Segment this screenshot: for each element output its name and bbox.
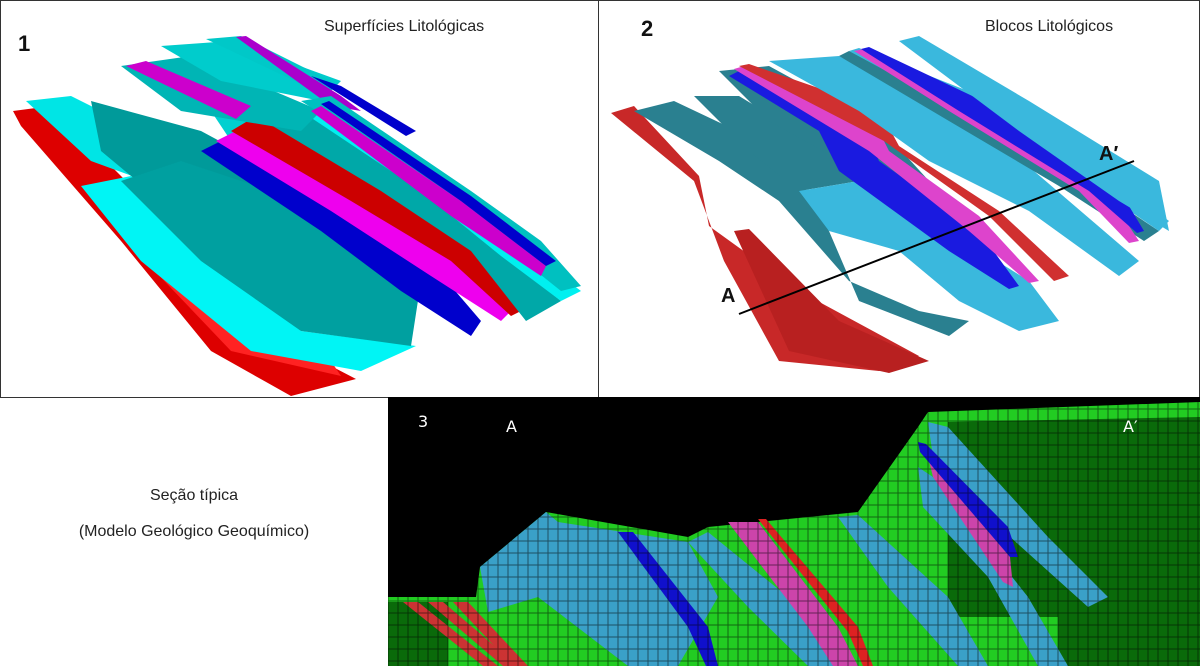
caption-line-1: Seção típica bbox=[149, 487, 239, 504]
panel-lithological-blocks: 2 Blocos Litológicos A A′ bbox=[598, 0, 1200, 398]
section-line-aa bbox=[738, 160, 1135, 315]
panel-typical-section: 3 A A′ bbox=[388, 397, 1200, 666]
section-end-label: A′ bbox=[1099, 143, 1119, 165]
panel-number: 1 bbox=[18, 31, 31, 56]
panel-lithological-surfaces: 1 Superfícies Litológicas bbox=[0, 0, 600, 398]
panel-number: 2 bbox=[641, 16, 654, 41]
blocks-3d-render bbox=[611, 36, 1169, 373]
section-block-model bbox=[388, 397, 1200, 666]
panel-title: Superfícies Litológicas bbox=[324, 18, 485, 35]
section-start-label: A bbox=[506, 417, 517, 436]
section-end-label: A′ bbox=[1123, 417, 1138, 436]
section-start-label: A bbox=[721, 285, 736, 307]
panel-number: 3 bbox=[418, 412, 429, 431]
caption-line-2: (Modelo Geológico Geoquímico) bbox=[78, 523, 310, 540]
panel-title: Blocos Litológicos bbox=[985, 18, 1114, 35]
surfaces-3d-render bbox=[13, 36, 581, 396]
